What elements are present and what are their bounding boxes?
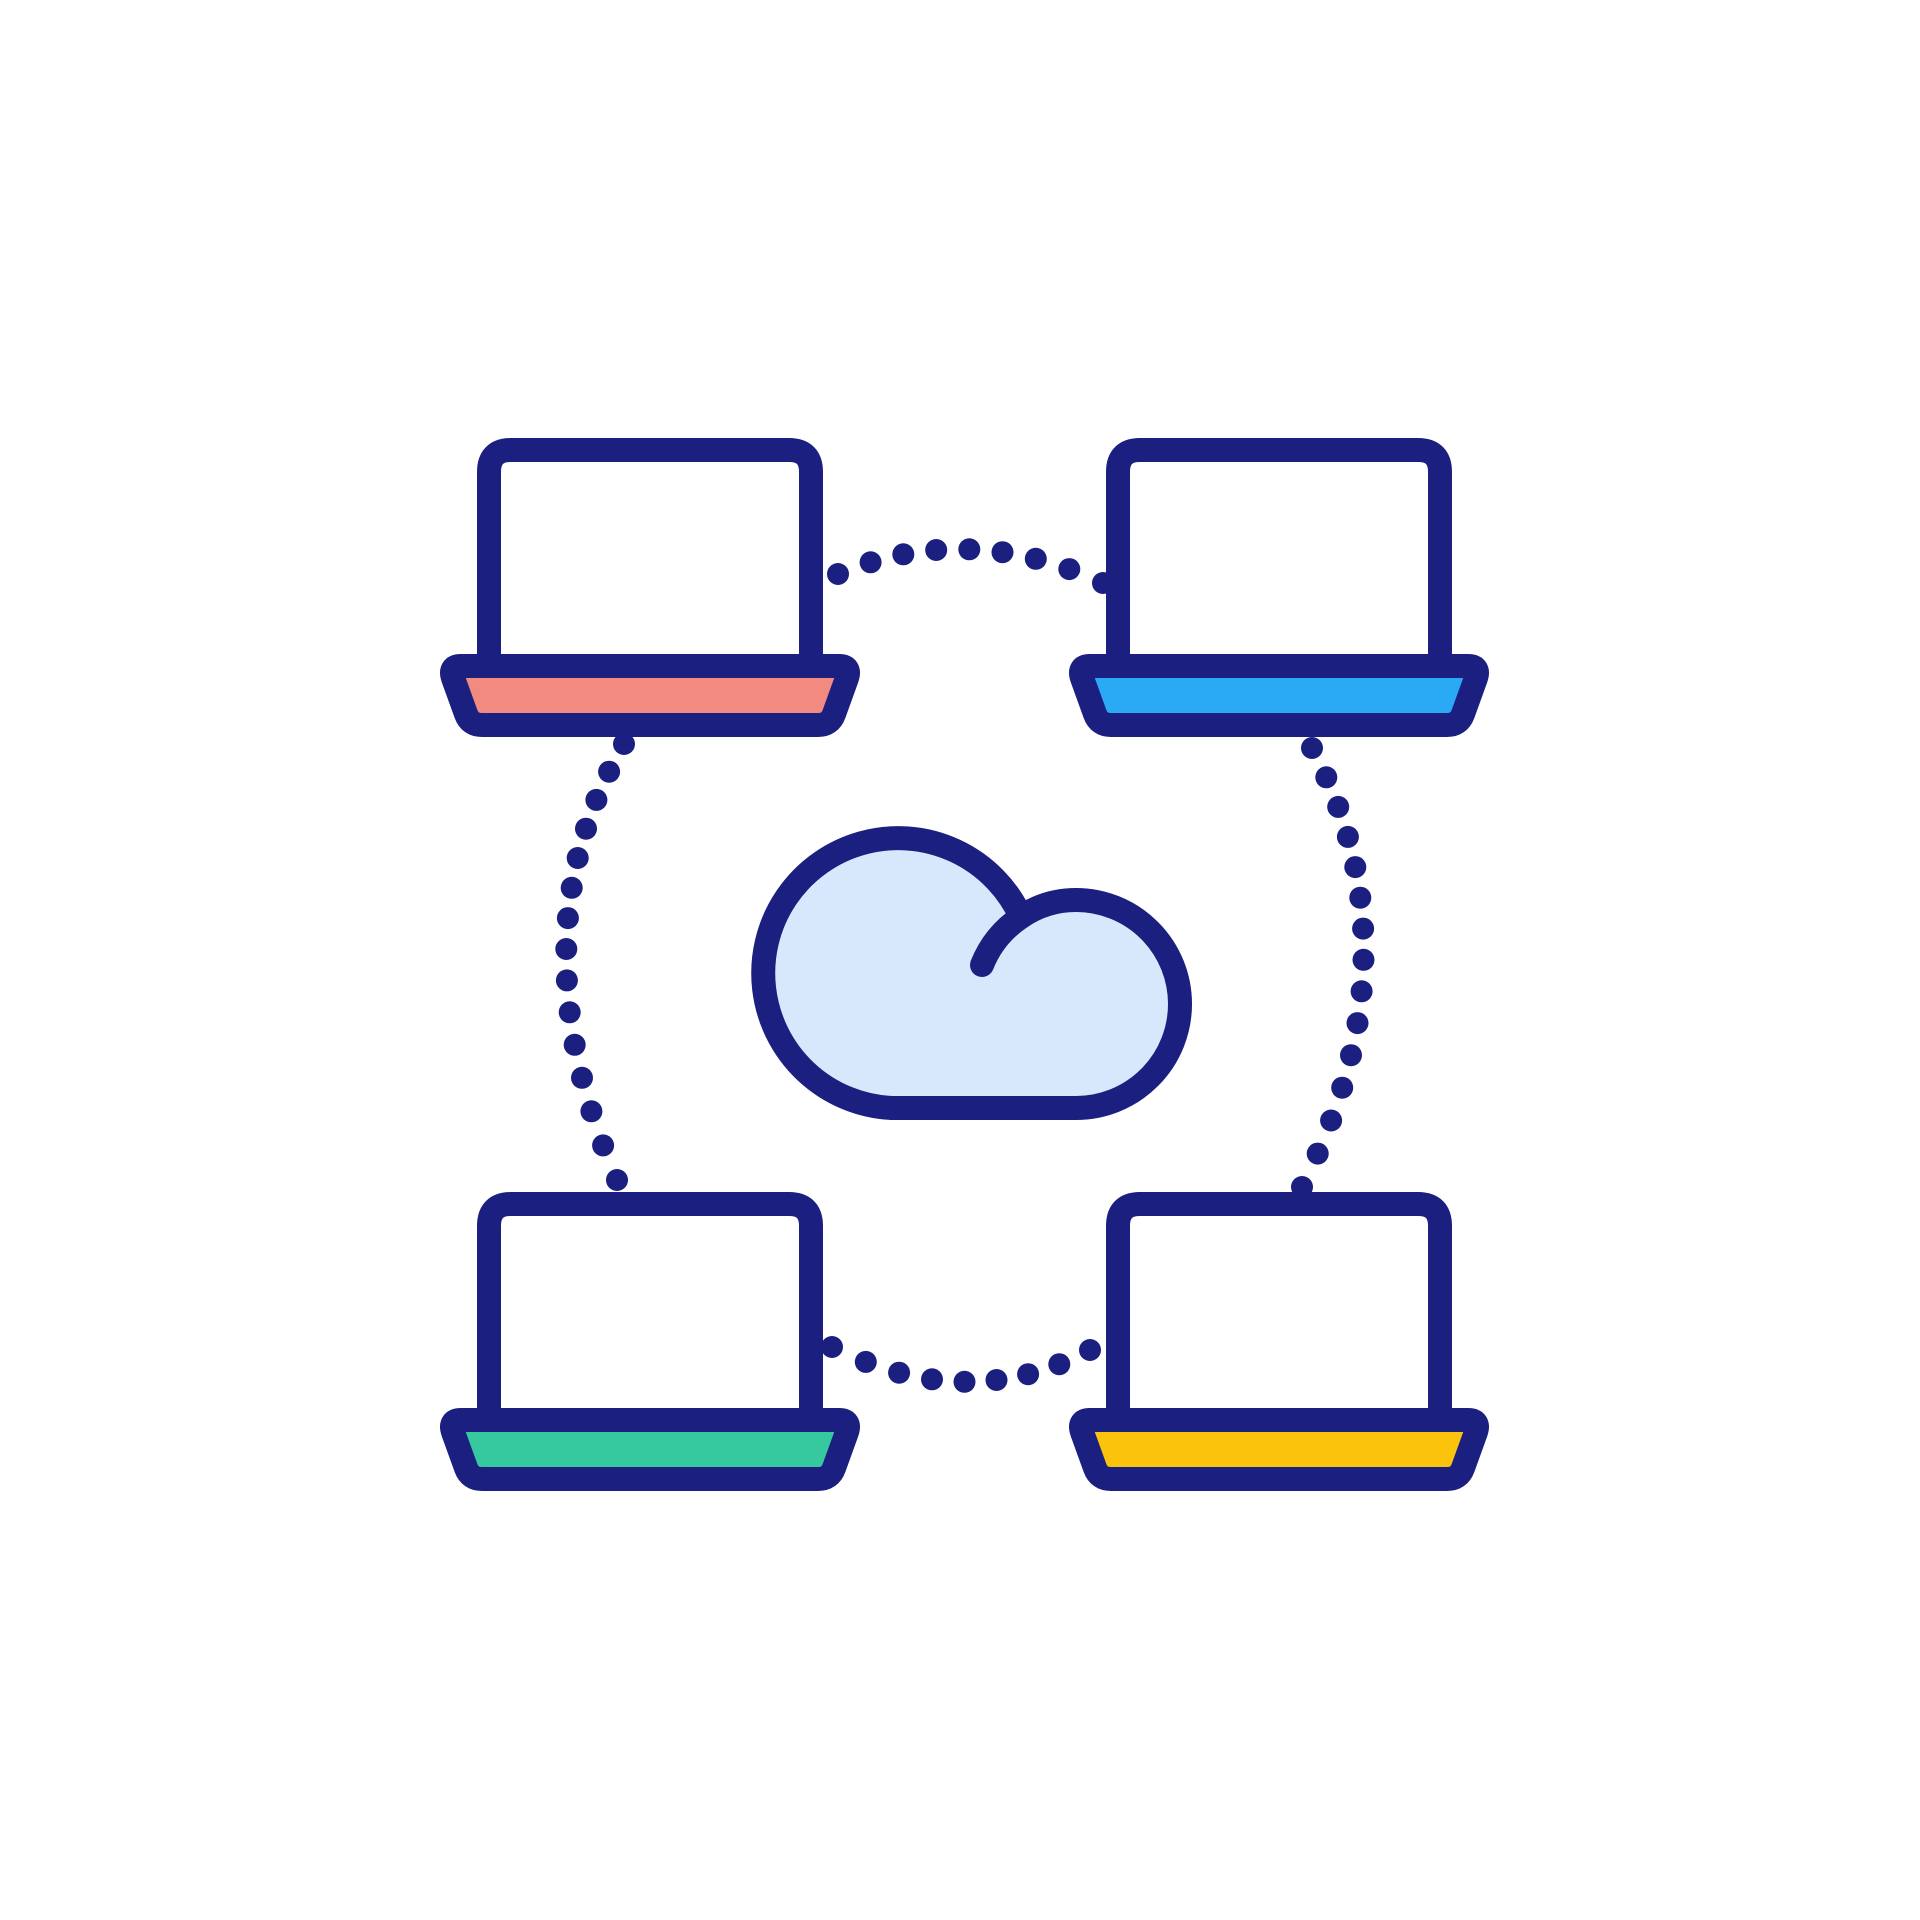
connection-dot <box>1331 1076 1354 1099</box>
connection-dot <box>563 1033 586 1056</box>
connection-dot <box>1301 737 1323 759</box>
connection-dot <box>1346 1012 1369 1035</box>
connection-dot <box>575 817 597 840</box>
connection-dot <box>558 1001 581 1024</box>
connection-dot <box>1327 795 1350 818</box>
connection-dot <box>1352 917 1375 940</box>
connection-dot <box>1315 766 1338 789</box>
link-right <box>1291 737 1375 1198</box>
connection-dot <box>921 1368 943 1391</box>
laptop-screen <box>1106 1192 1452 1432</box>
laptop-screen <box>477 1192 823 1432</box>
connection-dot <box>1340 1044 1362 1067</box>
laptop-bottom-right <box>1069 1192 1489 1491</box>
connection-dot <box>888 1361 911 1384</box>
connection-dot <box>1350 980 1373 1003</box>
laptop-screen <box>1106 438 1452 678</box>
laptop-bottom-left <box>440 1192 860 1491</box>
connection-dot <box>606 1169 628 1191</box>
connection-dot <box>1306 1142 1329 1165</box>
connection-dot <box>1349 886 1372 909</box>
connection-dot <box>925 539 948 561</box>
connection-dot <box>1352 948 1375 971</box>
laptop-base <box>440 1408 860 1491</box>
laptop-top-left <box>440 438 860 737</box>
connection-dot <box>991 541 1014 564</box>
connection-dot <box>555 938 578 960</box>
connection-dot <box>1336 825 1359 848</box>
connection-dot <box>985 1369 1008 1391</box>
connection-dot <box>1017 1363 1040 1386</box>
link-bottom <box>821 1336 1101 1393</box>
connection-dot <box>613 733 635 755</box>
connection-dot <box>958 538 981 561</box>
connection-dot <box>580 1100 603 1123</box>
laptop-base <box>1069 654 1489 737</box>
connection-dot <box>1320 1109 1343 1132</box>
connection-dot <box>560 876 583 899</box>
connection-dot <box>859 551 882 574</box>
connection-dot <box>1344 856 1367 879</box>
connection-dot <box>585 788 608 811</box>
laptop-base <box>1069 1408 1489 1491</box>
connections <box>555 538 1375 1393</box>
connection-dot <box>1024 547 1047 570</box>
connection-dot <box>556 907 579 930</box>
laptop-top-right <box>1069 438 1489 737</box>
connection-dot <box>566 847 589 869</box>
link-left <box>555 733 635 1191</box>
laptop-base <box>440 654 860 737</box>
cloud-inner-curve <box>970 905 1033 977</box>
connection-dot <box>1048 1353 1071 1376</box>
connection-dot <box>854 1350 877 1373</box>
connection-dot <box>1058 558 1081 581</box>
link-top <box>827 538 1114 594</box>
connection-dot <box>827 563 849 585</box>
connection-dot <box>598 760 621 783</box>
connection-dot <box>1079 1339 1101 1361</box>
connection-dot <box>892 543 915 566</box>
connection-dot <box>555 969 578 992</box>
connection-dot <box>821 1336 843 1358</box>
cloud-icon <box>751 826 1192 1120</box>
laptop-screen <box>477 438 823 678</box>
cloud-body <box>751 826 1192 1120</box>
connection-dot <box>953 1370 976 1393</box>
connection-dot <box>571 1066 593 1089</box>
connection-dot <box>592 1134 615 1157</box>
